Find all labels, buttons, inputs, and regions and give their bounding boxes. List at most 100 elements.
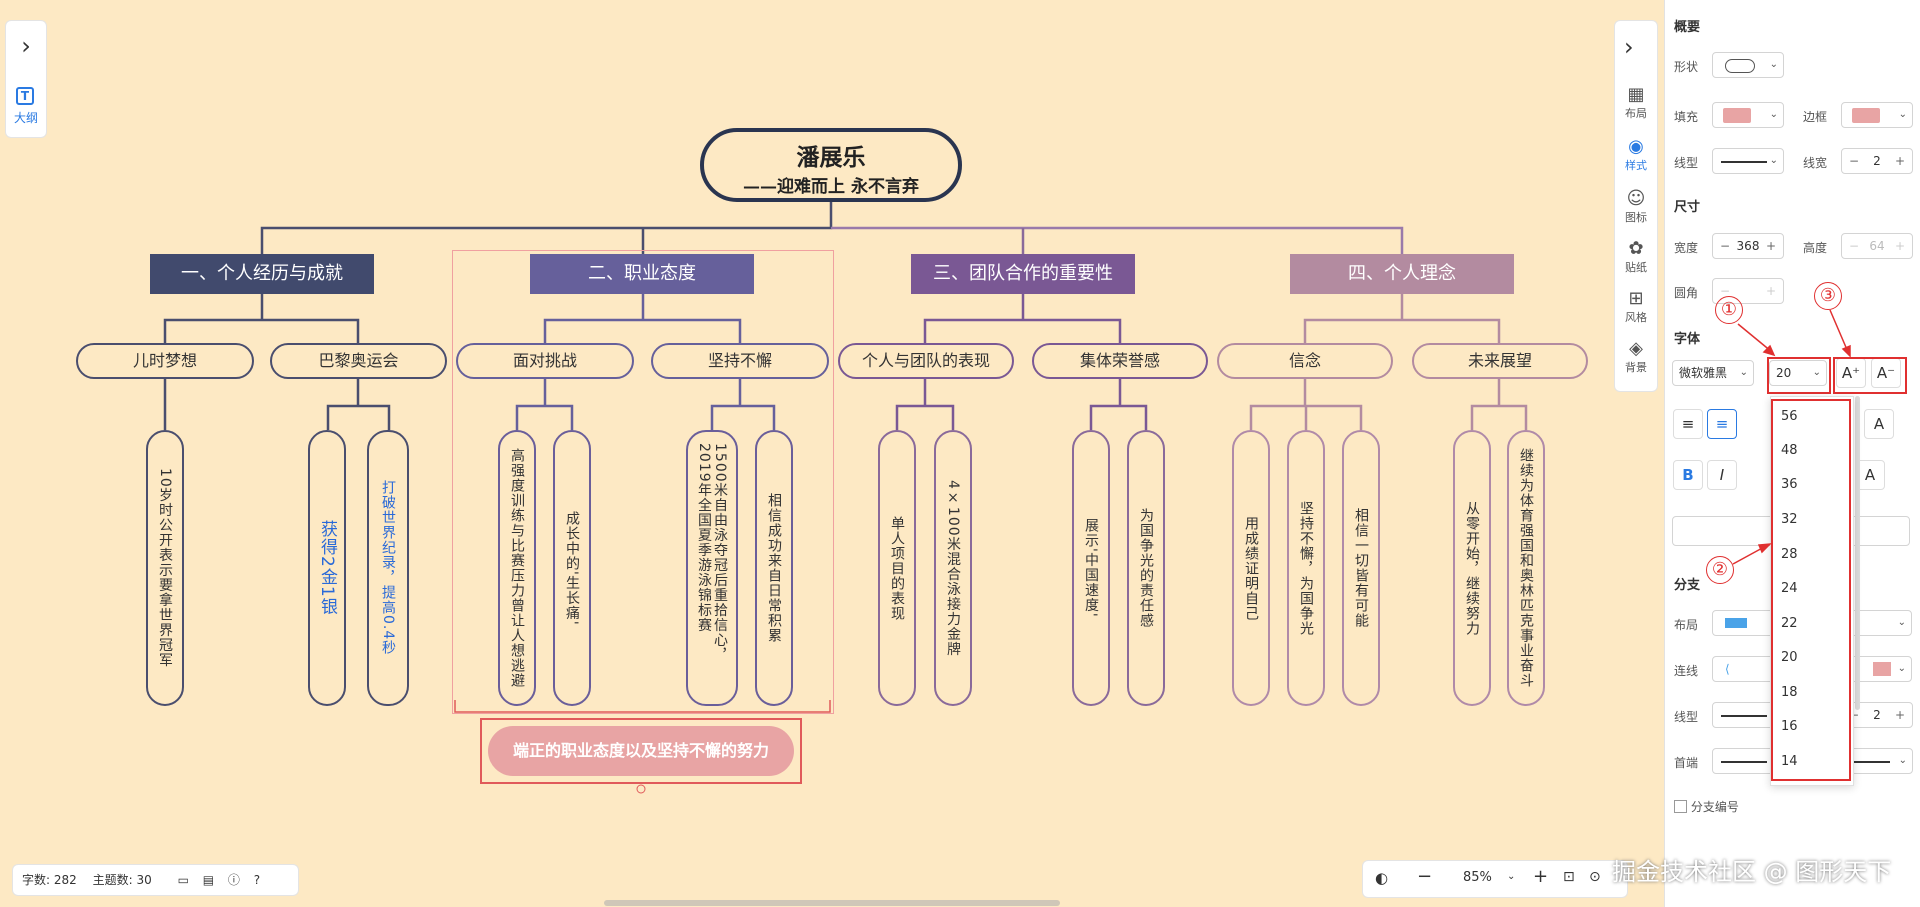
align-left-icon[interactable]: ≡ — [1673, 409, 1703, 439]
minimap-icon[interactable]: ▤ — [202, 873, 215, 887]
font-size-dropdown: 56 48 36 32 28 24 22 20 18 16 14 — [1770, 396, 1854, 786]
font-size-option[interactable]: 16 — [1781, 719, 1798, 734]
toolbar-layout[interactable]: ▦布局 — [1615, 85, 1657, 121]
leaf-topic[interactable]: 展示'中国速度' — [1072, 430, 1110, 706]
width-stepper[interactable]: −368+ — [1712, 233, 1784, 259]
leaf-topic[interactable]: 为国争光的责任感 — [1127, 430, 1165, 706]
chevron-down-icon: ⌄ — [1769, 59, 1778, 70]
subtopic-future[interactable]: 未来展望 — [1412, 343, 1588, 379]
locate-icon[interactable]: ⊙ — [1589, 869, 1601, 885]
subtopic-individual-team[interactable]: 个人与团队的表现 — [838, 343, 1014, 379]
toolbar-background[interactable]: ◈背景 — [1615, 339, 1657, 375]
leaf-topic[interactable]: 坚持不懈，为国争光 — [1287, 430, 1325, 706]
annotation-step-2: ② — [1706, 556, 1734, 584]
solid-line-icon — [1721, 161, 1767, 163]
leaf-topic[interactable]: 相信一切皆有可能 — [1342, 430, 1380, 706]
line-width-stepper[interactable]: −2+ — [1841, 148, 1913, 174]
layout-preview-icon — [1725, 618, 1747, 628]
mindmap-canvas[interactable]: 潘展乐 ——迎难而上 永不言弃 一、个人经历与成就 二、职业态度 三、团队合作的… — [0, 0, 1664, 907]
leaf-topic[interactable]: 4×100米混合泳接力金牌 — [934, 430, 972, 706]
grid-icon: ⊞ — [1628, 288, 1644, 309]
chevron-right-icon[interactable]: › — [1624, 33, 1634, 61]
toolbar-theme[interactable]: ⊞风格 — [1615, 289, 1657, 325]
outline-panel-toggle[interactable]: › T 大纲 — [5, 20, 47, 138]
leaf-topic[interactable]: 10岁时公开表示要拿世界冠军 — [146, 430, 184, 706]
fit-icon[interactable]: ◐ — [1375, 869, 1389, 887]
font-size-option[interactable]: 18 — [1781, 685, 1798, 700]
align-center-icon[interactable]: ≡ — [1707, 409, 1737, 439]
font-size-option[interactable]: 14 — [1781, 754, 1798, 769]
italic-icon[interactable]: I — [1707, 460, 1737, 490]
font-size-select[interactable]: 20⌄ — [1769, 360, 1827, 386]
zoom-in-button[interactable]: + — [1533, 866, 1549, 887]
summary-callout-text: 端正的职业态度以及坚持不懈的努力 — [488, 726, 794, 776]
subtopic-childhood-dream[interactable]: 儿时梦想 — [76, 343, 254, 379]
font-size-option[interactable]: 32 — [1781, 512, 1798, 527]
leaf-topic[interactable]: 1500米自由泳夺冠后重拾信心，2019年全国夏季游泳锦标赛 — [686, 430, 738, 706]
toolbar-sticker[interactable]: ✿贴纸 — [1615, 239, 1657, 275]
line-type-label: 线型 — [1674, 156, 1699, 170]
leaf-topic[interactable]: 获得2金1银 — [308, 430, 346, 706]
subtopic-face-challenges[interactable]: 面对挑战 — [456, 343, 634, 379]
font-size-option[interactable]: 20 — [1781, 650, 1798, 665]
leaf-topic[interactable]: 成长中的'生长痛' — [553, 430, 591, 706]
main-topic-1[interactable]: 一、个人经历与成就 — [150, 254, 374, 294]
word-count: 字数: 282 — [22, 873, 77, 887]
center-icon[interactable]: ⊡ — [1563, 869, 1575, 885]
panel-scrollbar[interactable] — [1855, 396, 1860, 710]
chevron-down-icon: ⌄ — [1898, 755, 1907, 766]
horizontal-scrollbar[interactable] — [604, 900, 1060, 906]
keyboard-icon[interactable]: ▭ — [177, 873, 189, 887]
main-topic-2[interactable]: 二、职业态度 — [530, 254, 754, 294]
leaf-topic[interactable]: 单人项目的表现 — [878, 430, 916, 706]
leaf-topic[interactable]: 用成绩证明自己 — [1232, 430, 1270, 706]
toolbar-icon[interactable]: ☺图标 — [1615, 189, 1657, 225]
shape-label: 形状 — [1674, 60, 1699, 74]
info-icon[interactable]: ⓘ — [227, 873, 240, 887]
height-label: 高度 — [1803, 241, 1828, 255]
fill-color-select[interactable]: ⌄ — [1712, 102, 1784, 128]
toolbar-style[interactable]: ◉样式 — [1615, 137, 1657, 173]
root-subtitle: ——迎难而上 永不言弃 — [743, 177, 919, 197]
font-size-option[interactable]: 24 — [1781, 581, 1798, 596]
chevron-right-icon[interactable]: › — [21, 32, 31, 60]
summary-callout[interactable]: 端正的职业态度以及坚持不懈的努力 — [480, 718, 802, 784]
root-topic[interactable]: 潘展乐 ——迎难而上 永不言弃 — [700, 128, 962, 202]
chevron-down-icon[interactable]: ⌄ — [1507, 871, 1516, 882]
checkbox[interactable] — [1674, 800, 1687, 813]
leaf-topic[interactable]: 相信成功来自日常积累 — [755, 430, 793, 706]
highlight-font-size — [1767, 357, 1831, 394]
font-size-option[interactable]: 28 — [1781, 547, 1798, 562]
font-size-option[interactable]: 48 — [1781, 443, 1798, 458]
leaf-topic[interactable]: 继续为体育强国和奥林匹克事业奋斗 — [1507, 430, 1545, 706]
chevron-down-icon: ⌄ — [1769, 155, 1778, 166]
font-size-option[interactable]: 36 — [1781, 477, 1798, 492]
zoom-out-button[interactable]: − — [1417, 866, 1433, 887]
font-size-option[interactable]: 56 — [1781, 409, 1798, 424]
solid-line-icon — [1721, 761, 1767, 763]
overview-title: 概要 — [1674, 20, 1701, 35]
main-topic-4[interactable]: 四、个人理念 — [1290, 254, 1514, 294]
font-size-option[interactable]: 22 — [1781, 616, 1798, 631]
subtopic-collective-honor[interactable]: 集体荣誉感 — [1032, 343, 1208, 379]
fill-label: 填充 — [1674, 110, 1699, 124]
branch-connect-label: 连线 — [1674, 664, 1699, 678]
leaf-topic[interactable]: 从零开始，继续努力 — [1453, 430, 1491, 706]
font-color-icon[interactable]: A — [1864, 409, 1894, 439]
main-topic-3[interactable]: 三、团队合作的重要性 — [911, 254, 1135, 294]
chevron-down-icon: ⌄ — [1897, 663, 1906, 674]
subtopic-perseverance[interactable]: 坚持不懈 — [651, 343, 829, 379]
line-type-select[interactable]: ⌄ — [1712, 148, 1784, 174]
subtopic-belief[interactable]: 信念 — [1217, 343, 1393, 379]
subtopic-paris-olympics[interactable]: 巴黎奥运会 — [270, 343, 447, 379]
bold-icon[interactable]: B — [1673, 460, 1703, 490]
branch-numbering-option[interactable]: 分支编号 — [1674, 798, 1739, 815]
help-icon[interactable]: ? — [253, 873, 261, 887]
zoom-level[interactable]: 85% — [1463, 870, 1492, 885]
border-color-select[interactable]: ⌄ — [1841, 102, 1913, 128]
leaf-topic[interactable]: 高强度训练与比赛压力曾让人想逃避 — [498, 430, 536, 706]
shape-select[interactable]: ⌄ — [1712, 52, 1784, 78]
leaf-topic[interactable]: 打破世界纪录，提高0.4秒 — [367, 430, 409, 706]
font-family-select[interactable]: 微软雅黑⌄ — [1672, 360, 1754, 386]
width-label: 宽度 — [1674, 241, 1699, 255]
